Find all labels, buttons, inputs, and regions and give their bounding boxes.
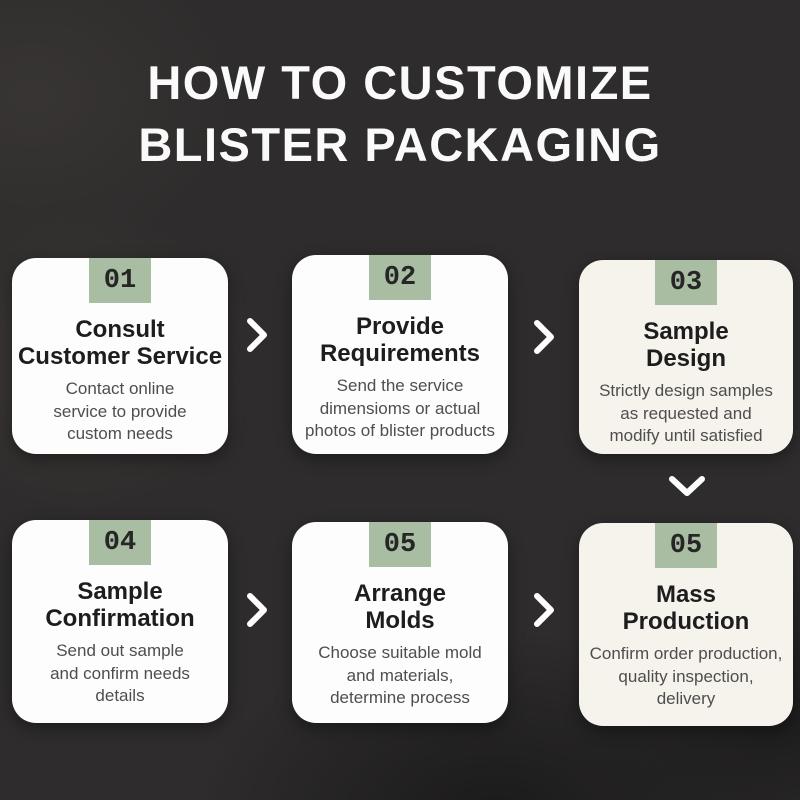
- chevron-right-icon: [243, 589, 271, 636]
- chevron-right-icon: [530, 316, 558, 363]
- step-number-badge: 02: [369, 255, 431, 300]
- chevron-down-icon: [664, 472, 710, 505]
- step-number-badge: 03: [655, 260, 717, 305]
- step-number-badge: 04: [89, 520, 151, 565]
- step-number-badge: 01: [89, 258, 151, 303]
- step-number-badge: 05: [369, 522, 431, 567]
- step-number-badge: 05: [655, 523, 717, 568]
- page-title: HOW TO CUSTOMIZE BLISTER PACKAGING: [0, 52, 800, 176]
- chevron-right-icon: [243, 314, 271, 361]
- chevron-right-icon: [530, 589, 558, 636]
- page-title-line1: HOW TO CUSTOMIZE: [147, 56, 653, 109]
- step-description: Confirm order production,quality inspect…: [589, 644, 783, 708]
- page-title-line2: BLISTER PACKAGING: [138, 118, 662, 171]
